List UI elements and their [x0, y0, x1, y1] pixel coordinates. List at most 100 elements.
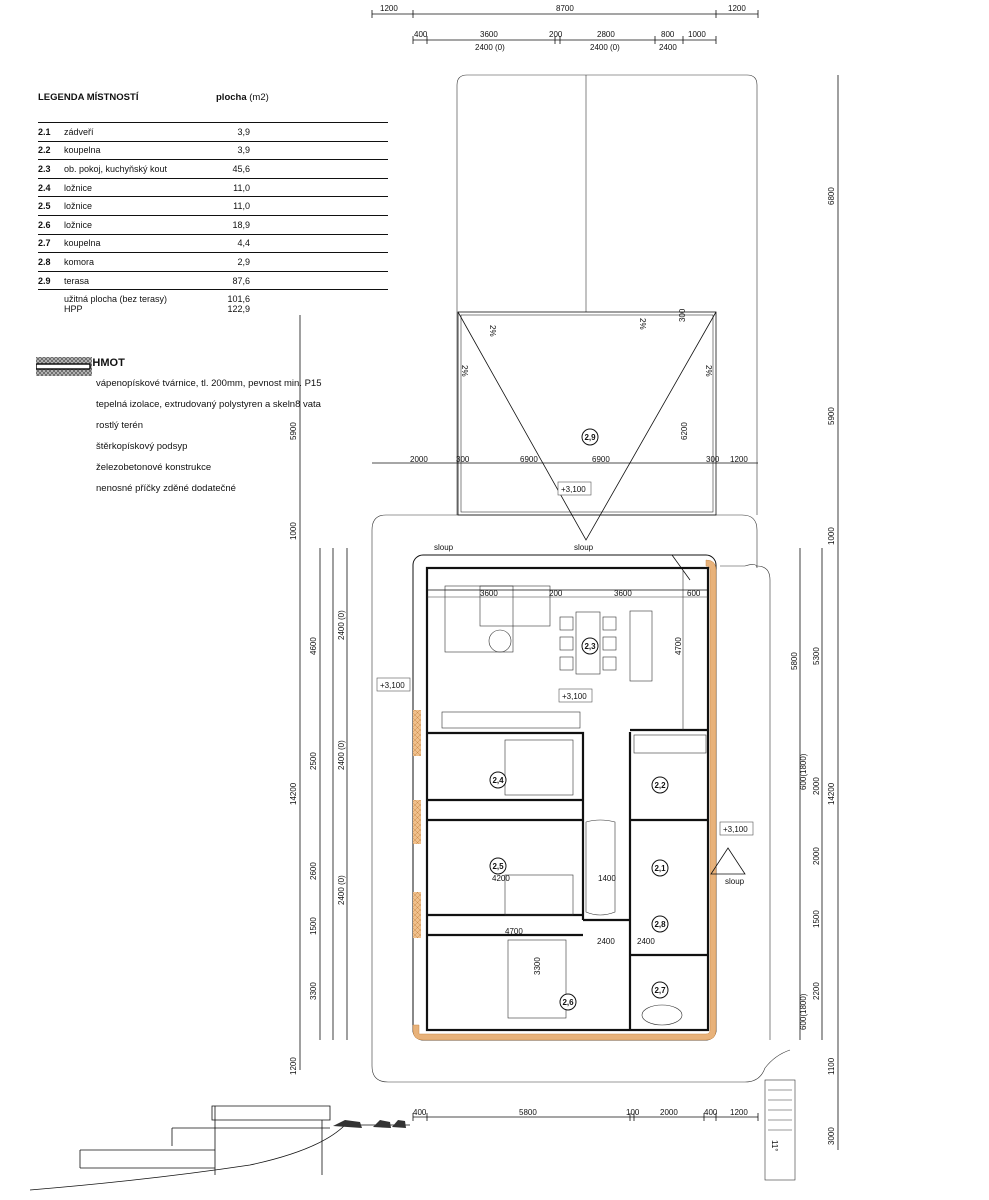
area-header: plocha	[216, 92, 247, 103]
dim-label: 6900	[520, 455, 538, 464]
room-tag-circle	[651, 776, 669, 794]
room-area: 3,9	[237, 145, 250, 156]
dim-label: 3600	[480, 589, 498, 598]
room-tag-label: 2,8	[654, 920, 666, 929]
dim-label: 2500	[309, 752, 318, 770]
dim-label: 3300	[533, 957, 542, 975]
room-tags: 2,92,32,42,52,62,72,82,12,2	[489, 428, 669, 1011]
room-tag-label: 2,4	[492, 776, 504, 785]
total-value: 122,9	[227, 304, 250, 315]
room-area: 87,6	[232, 275, 250, 286]
dim-label: 1200	[380, 4, 398, 13]
dim-label: 3300	[309, 982, 318, 1000]
dim-label: 400	[704, 1108, 718, 1117]
dim-label: 5900	[827, 407, 836, 425]
dim-label: 2400 (0)	[337, 740, 346, 770]
total-value: 101,6	[227, 294, 250, 305]
dim-label: 4600	[309, 637, 318, 655]
dim-label: 2800	[597, 30, 615, 39]
room-number: 2.2	[38, 145, 51, 156]
column-label: sloup	[574, 543, 594, 552]
top-dimensions: 1200 8700 1200 400 3600 200 2800 800 100…	[371, 4, 759, 52]
area-unit: (m2)	[249, 92, 269, 103]
slope-label: 2%	[704, 365, 713, 377]
room-name: ob. pokoj, kuchyňský kout	[64, 163, 168, 174]
room-number: 2.5	[38, 201, 51, 212]
left-dimensions: 5900 1000 14200 1200 4600 2500 2600 1500…	[289, 315, 348, 1075]
room-legend-header: LEGENDA MÍSTNOSTÍ plocha (m2)	[38, 92, 388, 122]
dim-label: 400	[414, 30, 428, 39]
dim-label: 3600	[614, 589, 632, 598]
room-name: ložnice	[64, 219, 93, 230]
room-number: 2.7	[38, 238, 51, 249]
dim-label: 300	[456, 455, 470, 464]
dim-label: 600(1800)	[799, 993, 808, 1030]
room-name: koupelna	[64, 145, 101, 156]
dim-label: 6200	[680, 422, 689, 440]
dim-label: 6900	[592, 455, 610, 464]
dim-label: 100	[626, 1108, 640, 1117]
dim-label: 2200	[812, 982, 821, 1000]
material-label: vápenopískové tvárnice, tl. 200mm, pevno…	[96, 378, 322, 389]
room-tag-label: 2,3	[584, 642, 596, 651]
column-label: sloup	[434, 543, 454, 552]
material-label: štěrkopískový podsyp	[96, 441, 188, 452]
dim-label: 1200	[728, 4, 746, 13]
room-tag-label: 2,2	[654, 781, 666, 790]
room-legend-row: 2.7 koupelna 4,4	[38, 233, 388, 253]
material-legend: LEGENDA HMOT vápenopískové tvárnice, tl.…	[36, 357, 366, 499]
room-name: terasa	[64, 275, 90, 286]
dim-label: 1000	[688, 30, 706, 39]
column-label: sloup	[725, 877, 745, 886]
elevation-label: +3,100	[562, 692, 587, 701]
dim-label: 2400 (0)	[590, 43, 620, 52]
dim-label: 8700	[556, 4, 574, 13]
elevation-label: +3,100	[723, 825, 748, 834]
dim-label: 300	[706, 455, 720, 464]
dim-label: 1200	[289, 1057, 298, 1075]
dim-label: 5800	[790, 652, 799, 670]
dim-label: 800	[661, 30, 675, 39]
dim-label: 1500	[309, 917, 318, 935]
room-number: 2.6	[38, 219, 51, 230]
elevation-marks: +3,100 +3,100 +3,100	[376, 677, 754, 836]
dim-label: 1100	[827, 1057, 836, 1075]
room-tag-label: 2,5	[492, 862, 504, 871]
room-name: ložnice	[64, 201, 93, 212]
dim-label: 2400 (0)	[337, 875, 346, 905]
entry-stair: 11°	[764, 1079, 796, 1181]
room-name: koupelna	[64, 238, 101, 249]
room-tag-label: 2,1	[654, 864, 666, 873]
partition-swatch-icon	[36, 363, 92, 498]
site-outline	[371, 74, 791, 1083]
dim-label: 2400	[597, 937, 615, 946]
dim-label: 2400	[659, 43, 677, 52]
room-tag-circle	[651, 981, 669, 999]
room-number: 2.4	[38, 182, 51, 193]
room-area: 4,4	[237, 238, 250, 249]
dim-label: 2000	[660, 1108, 678, 1117]
slope-label: 2%	[460, 365, 469, 377]
dim-label: 600(1800)	[799, 753, 808, 790]
room-number: 2.3	[38, 163, 51, 174]
slope-label: 2%	[638, 318, 647, 330]
dim-label: 1000	[827, 527, 836, 545]
room-tag-circle	[581, 428, 599, 446]
bottom-dimensions: 400 5800 100 2000 400 1200	[412, 1108, 759, 1121]
dim-label: 5800	[519, 1108, 537, 1117]
dim-label: 2400	[637, 937, 655, 946]
room-area: 3,9	[237, 126, 250, 137]
room-name: zádveří	[64, 126, 94, 137]
dim-label: 1200	[730, 1108, 748, 1117]
room-tag-circle	[651, 915, 669, 933]
right-dimensions: 6800 5900 1000 5800 5300 14200 1100 3000…	[790, 75, 839, 1150]
dim-label: 400	[413, 1108, 427, 1117]
material-label: železobetonové konstrukce	[96, 462, 212, 473]
